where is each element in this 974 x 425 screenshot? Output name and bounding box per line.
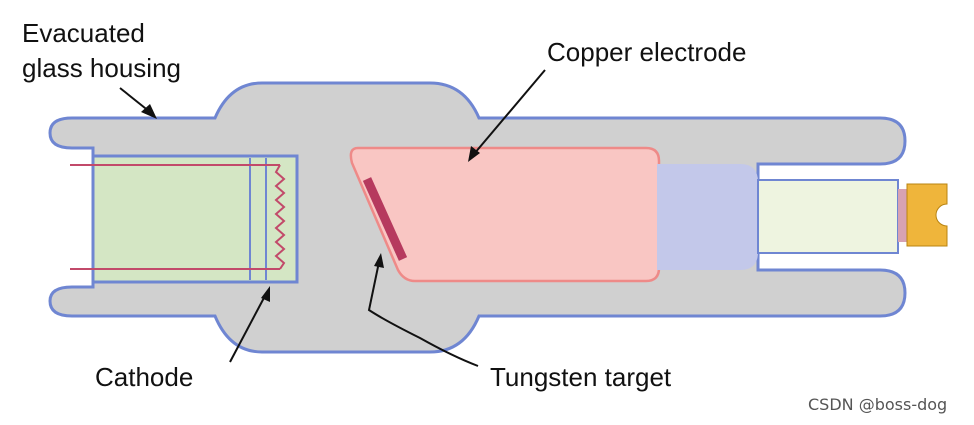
connector-cap [906,183,948,247]
housing-label-line2: glass housing [22,53,181,83]
copper-electrode [349,146,661,283]
tungsten-target [362,177,408,261]
anode-rod [757,179,899,254]
cathode-pointer [229,293,267,363]
cathode-label: Cathode [95,362,193,392]
copper-pointer [473,69,546,155]
copper-pointer-arrowhead [468,146,480,162]
tungsten-pointer [367,261,479,367]
housing-label-line1: Evacuated [22,18,145,48]
tungsten-target-label: Tungsten target [490,362,672,392]
filament-coil [274,164,286,270]
housing-pointer-arrowhead [141,104,157,119]
insulator-segment [657,164,758,270]
copper-electrode-label: Copper electrode [547,37,746,67]
housing-pointer [119,87,151,113]
cathode-cup [91,154,299,284]
connector-band [898,189,907,242]
cathode-pointer-arrowhead [261,286,270,302]
tungsten-pointer-arrowhead [374,253,384,268]
watermark: CSDN @boss-dog [808,395,947,414]
